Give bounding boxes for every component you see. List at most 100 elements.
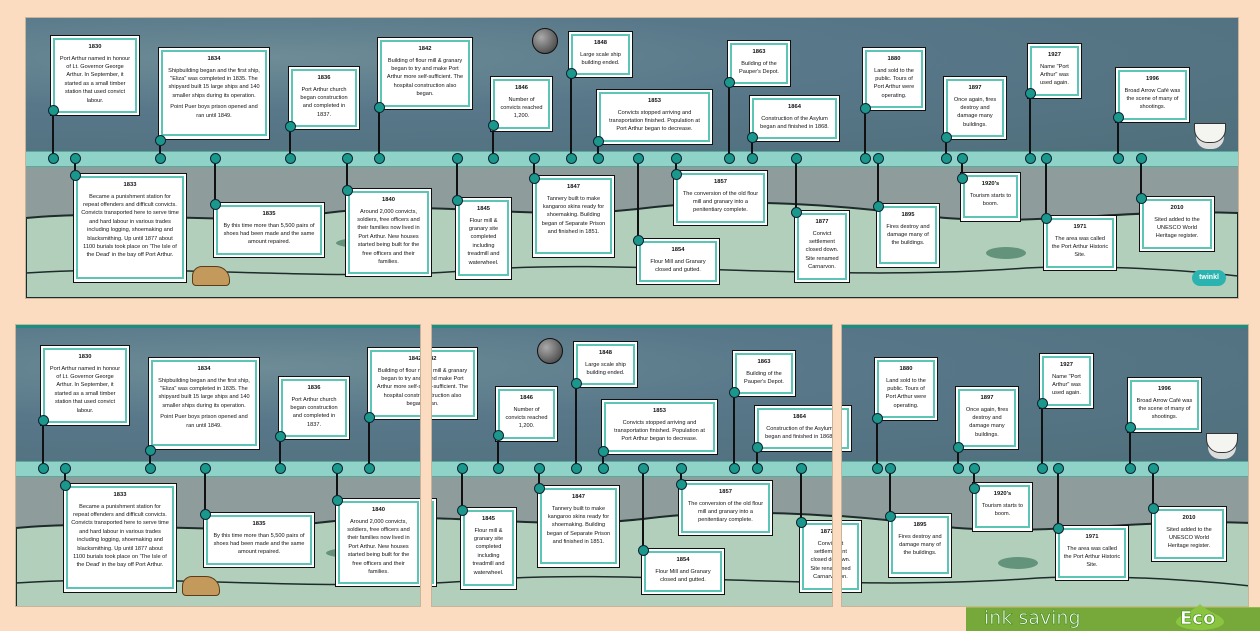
event-card-dot <box>533 482 545 494</box>
event-description: Building of flour mill & granary began t… <box>375 367 420 409</box>
event-year: 1846 <box>515 85 528 91</box>
event-year: 1854 <box>676 557 690 563</box>
event-text: Point Puer boys prison opened and ran un… <box>160 414 248 429</box>
eco-leaf-icon <box>1176 604 1224 630</box>
event-description: Port Arthur church began construction an… <box>296 86 352 120</box>
event-text: The conversion of the old flour mill and… <box>682 190 759 214</box>
timeline-marker-dot <box>487 152 499 164</box>
timeline-connector <box>456 158 458 200</box>
event-card-dot <box>632 234 644 246</box>
event-description: Construction of the Asylum began and fin… <box>762 425 832 442</box>
twinkl-logo: twinkl <box>1192 270 1226 286</box>
timeline-connector <box>945 137 947 158</box>
event-description: Number of convicts reached 1,200. <box>503 406 550 431</box>
timeline-marker-dot <box>746 152 758 164</box>
event-text: Port Arthur church began construction an… <box>290 396 338 428</box>
timeline-connector <box>800 468 802 522</box>
timeline-connector <box>675 158 677 174</box>
timeline-connector <box>597 141 599 158</box>
event-text: Large scale ship building ended. <box>580 51 621 67</box>
event-card-dot <box>487 119 499 131</box>
timeline-marker-dot <box>154 152 166 164</box>
event-card-dot <box>47 104 59 116</box>
event-text: Convict settlement closed down. Site ren… <box>810 540 832 581</box>
event-year: 1927 <box>1048 52 1061 58</box>
timeline-marker-dot <box>59 462 71 474</box>
event-card-dot <box>1040 212 1052 224</box>
event-text: By this time more than 5,500 pairs of sh… <box>223 222 315 246</box>
event-description: Around 2,000 convicts, soldiers, free of… <box>353 208 424 267</box>
event-year: 1846 <box>520 395 533 401</box>
event-year: 1833 <box>113 492 127 498</box>
event-text: Sited added to the UNESCO World Heritage… <box>1166 526 1212 550</box>
event-card-dot <box>795 516 807 528</box>
timeline-connector <box>538 468 540 488</box>
event-text: Fires destroy and damage many of the bui… <box>898 533 942 557</box>
event-year: 1842 <box>418 46 432 52</box>
event-description: Flour Mill and Granary closed and gutted… <box>649 568 717 585</box>
timeline-connector <box>733 392 735 468</box>
event-year: 1848 <box>594 40 607 46</box>
timeline-marker-dot <box>632 152 644 164</box>
timeline-connector <box>756 447 758 468</box>
ink-saving-label: ink saving <box>984 607 1081 630</box>
event-card-dot <box>1147 502 1159 514</box>
event-year: 1877 <box>815 219 829 225</box>
event-description: Construction of the Asylum began and fin… <box>842 425 844 442</box>
event-year: 1836 <box>317 75 331 81</box>
event-card-dot <box>492 429 504 441</box>
timeline-connector <box>642 468 644 550</box>
event-description: Tourism starts to boom. <box>968 192 1013 209</box>
event-description: Became a punishment station for repeat o… <box>71 503 169 570</box>
event-year: 1864 <box>788 104 801 110</box>
event-description: Around 2,000 convicts, soldiers, free of… <box>343 518 414 577</box>
event-text: Shipbuilding began and the first ship, "… <box>168 67 260 99</box>
event-text: Convicts stopped arriving and transporta… <box>614 419 705 443</box>
event-year: 1863 <box>752 49 766 55</box>
timeline-marker-dot <box>1124 462 1136 474</box>
timeline-connector <box>570 73 572 158</box>
timeline-marker-dot <box>1147 462 1159 474</box>
timeline-marker-dot <box>69 152 81 164</box>
event-text: Flour mill & granary site completed incl… <box>467 217 500 266</box>
timeline-connector <box>533 158 535 178</box>
timeline-connector <box>889 468 891 516</box>
timeline-marker-dot <box>795 462 807 474</box>
event-text: Around 2,000 convicts, soldiers, free of… <box>357 208 420 266</box>
timeline-connector <box>973 468 975 488</box>
event-text: Around 2,000 convicts, soldiers, free of… <box>347 518 410 576</box>
